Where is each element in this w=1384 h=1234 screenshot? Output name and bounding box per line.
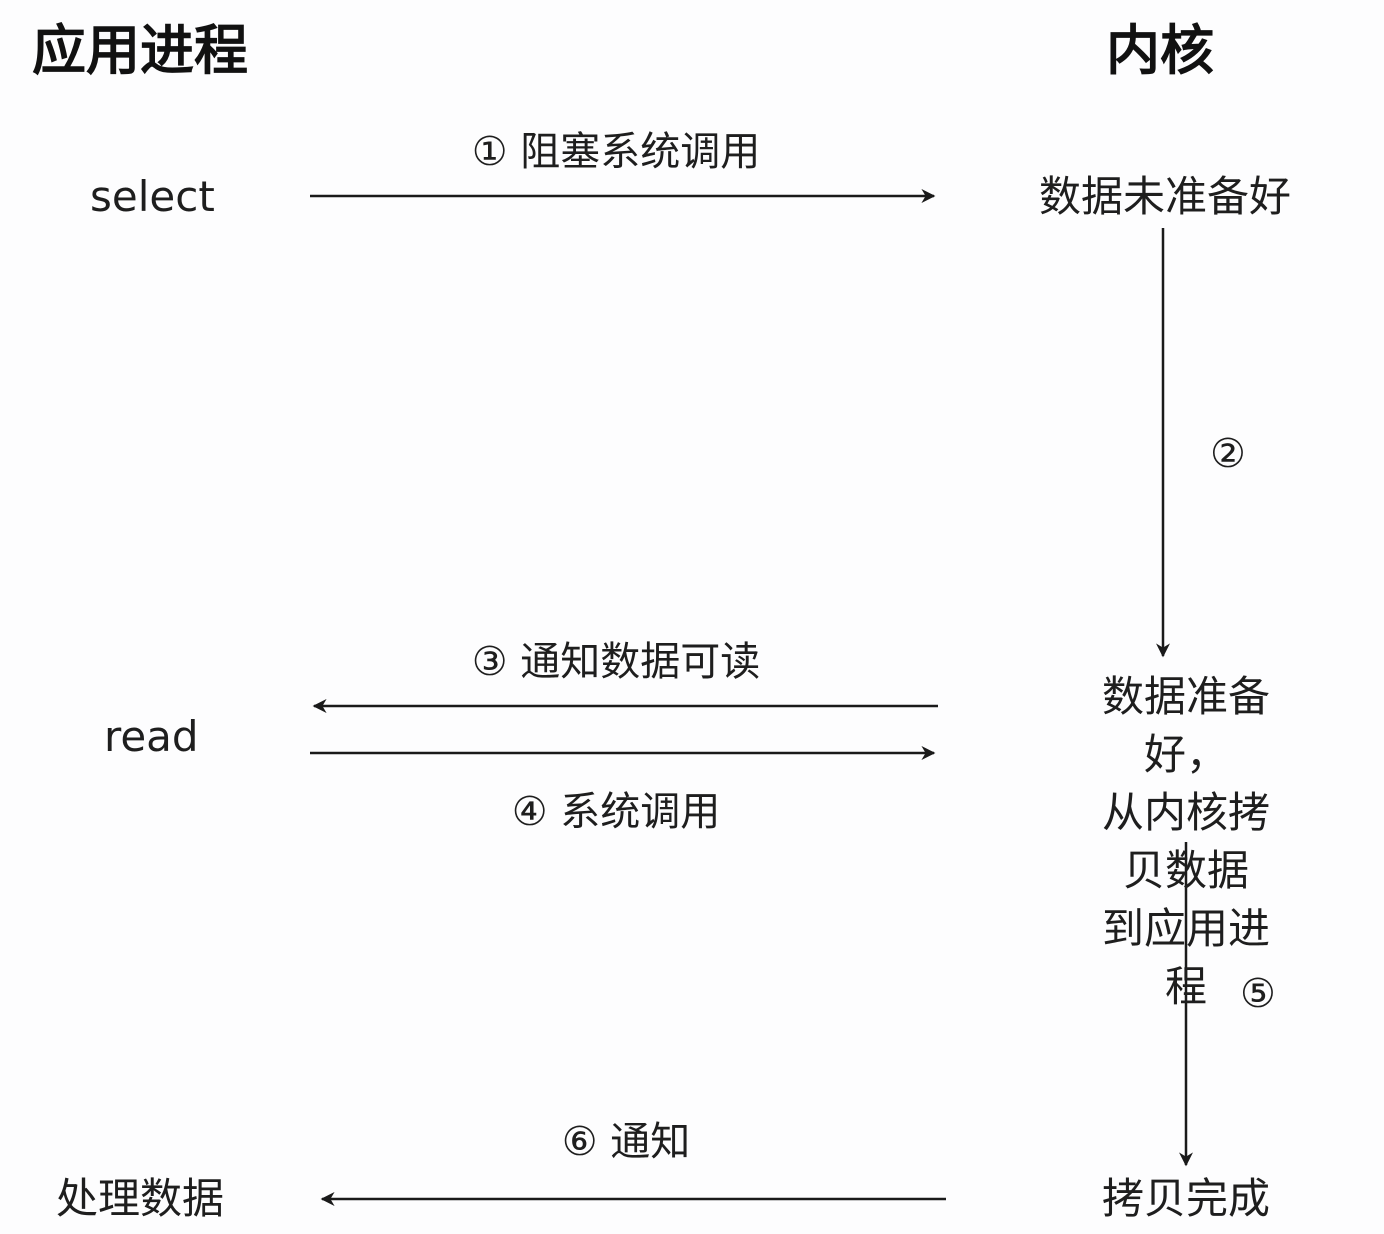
- data-ready-line-3: 到应用进程: [1101, 904, 1270, 1011]
- step-5-label: ⑤: [1240, 971, 1276, 1017]
- select-label: select: [90, 172, 215, 221]
- kernel-header: 内核: [1106, 19, 1214, 82]
- copy-done-label: 拷贝完成: [1101, 1174, 1271, 1223]
- data-ready-block: 数据准备好， 从内核拷贝数据 到应用进程: [1087, 668, 1285, 1016]
- step-4-label: ④ 系统调用: [511, 789, 721, 835]
- app-process-header: 应用进程: [32, 19, 248, 82]
- step-2-label: ②: [1210, 431, 1246, 477]
- data-ready-line-2: 从内核拷贝数据: [1101, 788, 1270, 895]
- step-6-label: ⑥ 通知: [561, 1119, 691, 1165]
- step-3-label: ③ 通知数据可读: [471, 639, 761, 685]
- read-label: read: [104, 712, 199, 761]
- data-ready-line-1: 数据准备好，: [1101, 672, 1270, 779]
- process-data-label: 处理数据: [56, 1174, 225, 1223]
- data-not-ready-label: 数据未准备好: [1038, 172, 1292, 221]
- step-1-label: ① 阻塞系统调用: [471, 129, 761, 175]
